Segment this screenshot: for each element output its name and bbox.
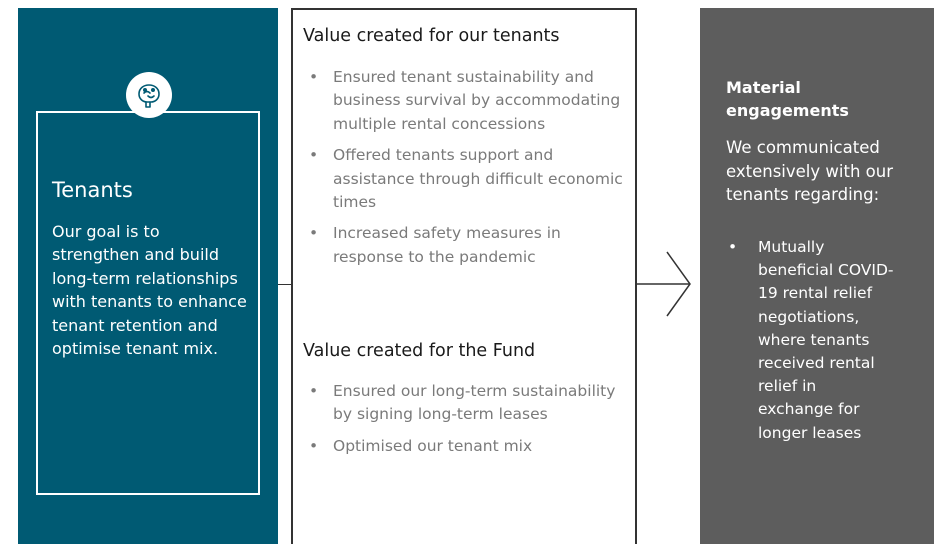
- fund-value-heading: Value created for the Fund: [303, 341, 536, 361]
- tenants-goal-text: Our goal is to strengthen and build long…: [52, 222, 247, 359]
- bullet-icon: •: [728, 238, 738, 256]
- tenants-value-list: •Ensured tenant sustainability and busin…: [293, 66, 623, 277]
- engagements-list: •Mutually beneficial COVID-19 rental rel…: [700, 236, 920, 445]
- fund-value-list: •Ensured our long-term sustainability by…: [293, 380, 623, 466]
- tenants-panel: Tenants Our goal is to strengthen and bu…: [18, 8, 278, 544]
- bullet-icon: •: [309, 146, 319, 165]
- bullet-icon: •: [309, 436, 319, 455]
- list-item: •Ensured tenant sustainability and busin…: [309, 68, 621, 133]
- list-item: •Ensured our long-term sustainability by…: [309, 382, 616, 424]
- tenants-title: Tenants: [52, 178, 133, 202]
- tenants-value-heading: Value created for our tenants: [303, 26, 560, 46]
- value-created-panel: Value created for our tenants •Ensured t…: [291, 8, 637, 544]
- list-item: •Mutually beneficial COVID-19 rental rel…: [728, 238, 894, 442]
- arrow-right-icon: [637, 251, 691, 317]
- connector-line: [278, 284, 291, 285]
- engagements-intro: We communicated extensively with our ten…: [726, 138, 893, 205]
- bullet-icon: •: [309, 382, 319, 400]
- handshake-icon: [126, 72, 172, 118]
- bullet-icon: •: [309, 68, 319, 86]
- list-item: •Optimised our tenant mix: [293, 435, 623, 458]
- material-engagements-panel: Material engagements We communicated ext…: [700, 8, 934, 544]
- bullet-icon: •: [309, 224, 319, 243]
- engagements-heading: Material engagements: [726, 78, 849, 120]
- list-item: •Increased safety measures in response t…: [309, 224, 561, 266]
- list-item: •Offered tenants support and assistance …: [309, 146, 623, 212]
